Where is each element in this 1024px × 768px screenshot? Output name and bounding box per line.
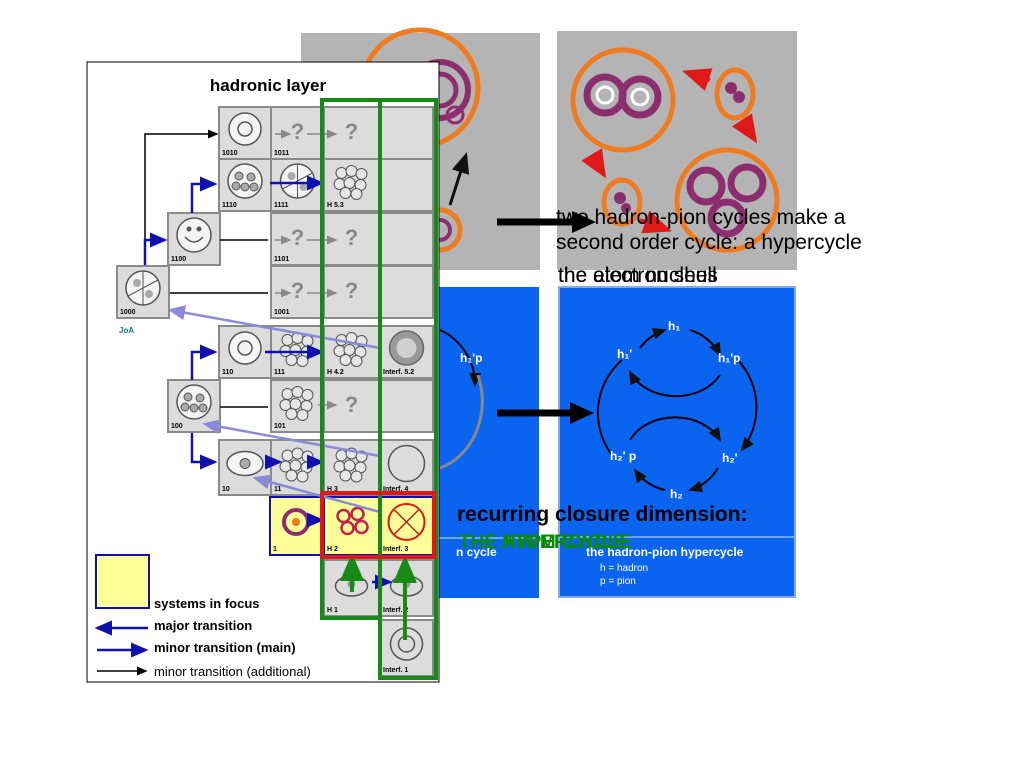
label-h1p-right: h₁'p <box>718 351 740 365</box>
layer-title: hadronic layer <box>210 76 327 95</box>
layer-cell: ?1001 <box>270 265 325 319</box>
cell-label: H 1 <box>327 607 338 614</box>
question-mark: ? <box>345 392 358 417</box>
green-frames <box>320 98 438 680</box>
layer-cell: Interf. 4 <box>379 439 434 496</box>
label-h1p-partial: h₁'p <box>460 351 482 365</box>
cell-label: 101 <box>274 423 286 430</box>
cycle-heading-partial: n cycle <box>456 545 497 559</box>
layer-cell: ?1101 <box>270 212 325 266</box>
cell-label: Interf. 4 <box>383 486 408 493</box>
layer-cell: ? <box>323 265 380 319</box>
layer-cell: ?1011 <box>270 106 325 160</box>
layer-cell: ? <box>323 212 380 266</box>
cell-label: 1101 <box>274 256 289 263</box>
layer-cell: 11 <box>270 439 325 496</box>
layer-cell: 100 <box>167 379 221 433</box>
layer-cell: Interf. 3 <box>379 496 434 556</box>
layer-cell <box>379 379 434 433</box>
legend-minor-main: minor transition (main) <box>154 640 296 655</box>
caption-hypercycle: THE HYPERCYCLE <box>459 532 633 553</box>
layer-cell: Interf. 5.2 <box>379 325 434 379</box>
label-h2p-right: h₂' <box>722 451 738 465</box>
cell-label: 11 <box>274 486 282 493</box>
legend-major: major transition <box>154 618 252 633</box>
cell-label: H 3 <box>327 486 338 493</box>
cell-label: 111 <box>274 369 285 376</box>
question-mark: ? <box>291 278 304 303</box>
legend-minor-additional: minor transition (additional) <box>154 664 311 679</box>
cell-label: 1 <box>273 546 277 553</box>
legend-hadron: h = hadron <box>600 563 648 574</box>
layer-cell: ? <box>323 106 380 160</box>
layer-cell: H 2 <box>323 496 380 556</box>
label-h2p-left: h₂' p <box>610 449 636 463</box>
cell-label: Interf. 2 <box>383 607 408 614</box>
question-mark: ? <box>291 225 304 250</box>
layer-cell: H 5.3 <box>323 158 380 212</box>
cell-label: 110 <box>222 369 233 376</box>
focus-frame <box>320 491 436 559</box>
layer-cell: 1110 <box>218 158 272 212</box>
layer-cell <box>379 265 434 319</box>
layer-cell: 1000 <box>116 265 170 319</box>
hypercycle-caption-line1: two hadron-pion cycles make a <box>556 206 846 229</box>
hypercycle-caption: two hadron-pion cycles make a second ord… <box>556 205 862 255</box>
layer-cell: 1010 <box>218 106 272 160</box>
label-h1: h₁ <box>668 319 680 333</box>
layer-cell: 1 <box>269 496 323 556</box>
caption-atom-cycle: THE ATOM CYCLE <box>459 532 626 553</box>
caption-atom-nucleus: the atom nucleus <box>558 264 718 287</box>
cell-label: 1011 <box>274 150 289 157</box>
closure-title: recurring closure dimension: <box>457 503 748 526</box>
cell-label: Interf. 3 <box>383 546 408 553</box>
cell-label: 1111 <box>274 202 289 209</box>
layer-cell: ? <box>323 379 380 433</box>
big-arrows <box>497 211 596 424</box>
legend-focus: systems in focus <box>154 596 260 611</box>
cell-label: Interf. 1 <box>383 667 408 674</box>
blue-panel-hypercycle <box>558 286 796 598</box>
transitions <box>143 129 393 590</box>
layer-cell: 110 <box>218 325 272 379</box>
cell-label: 100 <box>171 423 183 430</box>
cell-label: 1110 <box>222 202 237 209</box>
question-mark: ? <box>291 119 304 144</box>
cell-label: 1100 <box>171 256 186 263</box>
cell-label: 1010 <box>222 150 238 157</box>
caption-electron-shell: the electron shell <box>558 264 717 287</box>
hypercycle-heading: the hadron-pion hypercycle <box>586 545 744 559</box>
legend-shapes <box>94 554 150 676</box>
layer-cell: 1100 <box>167 212 221 266</box>
cell-label: 1000 <box>120 309 136 316</box>
layer-cell: H 4.2 <box>323 325 380 379</box>
hypercycle-illustration <box>557 31 797 270</box>
layer-cell <box>379 106 434 160</box>
cell-label: H 5.3 <box>327 202 344 209</box>
question-mark: ? <box>345 278 358 303</box>
layer-cell <box>379 158 434 212</box>
label-h2: h₂ <box>670 487 683 501</box>
layer-cell: 101 <box>270 379 325 433</box>
layer-cell: 1111 <box>270 158 325 212</box>
hypercycle-caption-line2: second order cycle: a hypercycle <box>556 231 862 254</box>
question-mark: ? <box>345 119 358 144</box>
legend-pion: p = pion <box>600 576 636 587</box>
label-h1p-left: h₁' <box>617 347 632 361</box>
cell-label: Interf. 5.2 <box>383 369 414 376</box>
cell-label: 1001 <box>274 309 290 316</box>
cell-label: 10 <box>222 486 230 493</box>
layer-cell: 10 <box>218 439 272 496</box>
cell-label: H 2 <box>327 546 338 553</box>
question-mark: ? <box>345 225 358 250</box>
cell-label: H 4.2 <box>327 369 344 376</box>
layer-cell <box>379 212 434 266</box>
joa-label: JoA <box>119 326 134 335</box>
